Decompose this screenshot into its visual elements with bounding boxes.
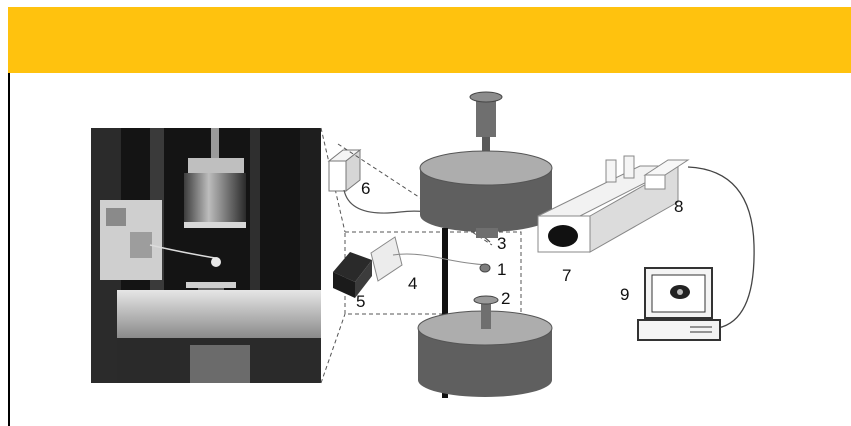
component-9-computer — [637, 267, 721, 341]
upper-cylinder — [419, 91, 553, 238]
connector-top — [320, 127, 346, 233]
component-6-box — [327, 148, 362, 193]
component-4-5-light-source — [333, 236, 403, 298]
support-rod — [442, 228, 448, 398]
left-border-line — [8, 73, 10, 426]
label-3: 3 — [497, 234, 506, 253]
droplet — [479, 263, 491, 273]
label-7: 7 — [562, 266, 571, 285]
component-7-8-camera — [537, 155, 690, 253]
label-4: 4 — [408, 274, 417, 293]
connector-bottom — [320, 313, 346, 384]
label-2: 2 — [501, 289, 510, 308]
label-9: 9 — [620, 285, 629, 304]
label-1: 1 — [497, 260, 506, 279]
label-8: 8 — [674, 197, 683, 216]
label-5: 5 — [356, 292, 365, 311]
inset-box — [344, 231, 522, 315]
apparatus-photo — [91, 128, 321, 383]
header-band — [8, 7, 851, 73]
lower-cylinder — [417, 295, 553, 397]
label-6: 6 — [361, 179, 370, 198]
